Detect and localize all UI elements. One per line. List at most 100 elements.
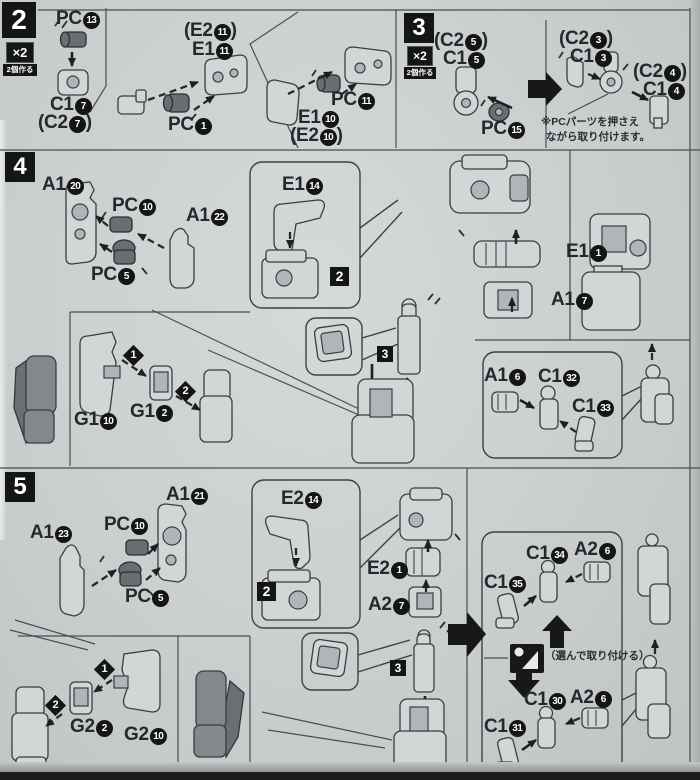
step5-sub2-badge: 2 [257,582,276,601]
part-inset5-top-fig [539,559,558,603]
step4-sub2-badge: 2 [330,267,349,286]
paper-edge-shadow [688,0,700,780]
part-e2-14 [264,515,311,570]
part-inset5-bottom-clip-right [581,707,609,729]
part-g1-10 [79,331,121,417]
step4-number-badge: 4 [5,152,35,182]
part-e2-1 [405,547,441,577]
part-finished-dark-4 [13,355,57,445]
part-a1-7 [483,281,533,319]
step5-part-drawings [11,487,671,776]
step4-diamond-2: 2 [174,380,197,403]
part-inset5-top-clip-left [495,592,519,629]
step5-number-badge: 5 [5,472,35,502]
step2-x2-badge: ×2 [6,42,34,63]
photo-bottom-edge [0,772,700,780]
part-e1-10 [266,79,300,126]
part-inset5-bottom-fig [537,705,556,749]
step4-sub3-badge: 3 [377,346,393,362]
part-connector-icon-4 [313,323,353,363]
part-a1-23 [59,544,85,617]
choose-up-arrow [542,615,572,648]
part-result-leg-5 [11,686,49,774]
choose-note: （選んで取り付ける） [545,650,650,662]
choose-select-icon [510,644,544,673]
part-pc5-5 [118,561,142,587]
part-right-figure-5-top [637,533,671,625]
part-knee-block-5 [261,569,321,621]
step5-diamond-2: 2 [44,694,67,717]
step2-part-drawings [54,18,392,126]
part-inset-figure-4 [640,364,674,425]
part-a1-21 [157,503,187,583]
part-thigh-4 [351,378,415,464]
part-c1-32 [539,385,559,430]
part-finished-dark-5 [193,670,245,759]
flow-arrows [448,72,621,698]
part-e1-1 [473,240,541,268]
part-pc10 [109,216,133,233]
part-inset5-top-clip-right [583,561,611,583]
part-pc11 [316,74,341,93]
part-c1-7 [57,69,89,96]
part-knee-right [344,46,392,86]
part-c1-3 [566,56,584,88]
part-g2-2 [69,681,93,715]
part-chain-knee-4 [449,154,531,214]
step3-number-badge: 3 [404,13,434,43]
part-connector-5 [413,629,435,693]
part-a1-20 [65,181,97,265]
part-result-leg-4 [199,369,233,443]
photo-bottom-shade [0,762,700,772]
step3-part-drawings [453,51,669,129]
part-pc15 [488,102,510,122]
part-pc5 [112,239,136,265]
step4-diamond-1: 1 [122,344,145,367]
step4-part-drawings [13,154,674,464]
part-chain-knee-5 [399,487,453,541]
part-a1-6 [491,391,519,413]
part-c1-4 [649,95,669,129]
part-g2-10 [113,649,161,713]
step5-sub3-badge: 3 [390,660,406,676]
part-connector-icon-5 [309,638,349,678]
step5-flow-arrow [448,612,486,657]
part-joint [117,89,147,115]
step3-note-line1: ※PCパーツを押さえ [541,116,640,128]
part-e1-14 [273,199,326,256]
part-c1-5 [453,66,479,116]
part-knee-e111 [204,54,248,96]
part-a1-22 [169,227,195,289]
